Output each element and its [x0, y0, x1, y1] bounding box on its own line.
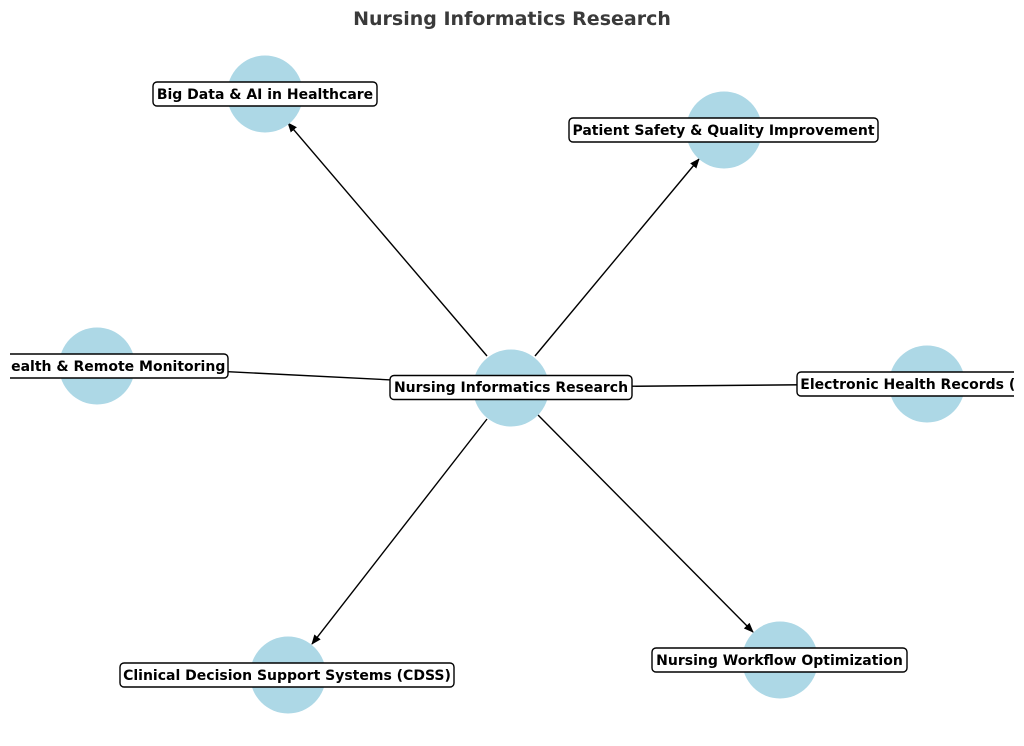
label-patient-safety: Patient Safety & Quality Improvement [568, 117, 879, 143]
label-cdss-text: Clinical Decision Support Systems (CDSS) [123, 668, 451, 684]
label-workflow-text: Nursing Workflow Optimization [656, 653, 903, 669]
edge-center-cdss [311, 418, 488, 645]
label-center: Nursing Informatics Research [389, 374, 633, 401]
label-ehr: Electronic Health Records (EHR) [796, 371, 1024, 397]
label-big-data: Big Data & AI in Healthcare [152, 81, 378, 107]
label-workflow: Nursing Workflow Optimization [651, 647, 908, 673]
label-patient-safety-text: Patient Safety & Quality Improvement [572, 123, 874, 139]
edge-center-big-data [287, 122, 488, 357]
label-telehealth: Telehealth & Remote Monitoring [0, 353, 229, 379]
diagram-title: Nursing Informatics Research [353, 8, 671, 30]
label-telehealth-text: Telehealth & Remote Monitoring [0, 359, 225, 375]
label-center-text: Nursing Informatics Research [394, 380, 628, 396]
edge-center-workflow [537, 414, 754, 633]
label-ehr-text: Electronic Health Records (EHR) [800, 377, 1024, 393]
label-cdss: Clinical Decision Support Systems (CDSS) [119, 662, 455, 688]
edge-center-patient-safety [534, 158, 700, 357]
label-big-data-text: Big Data & AI in Healthcare [157, 87, 373, 103]
